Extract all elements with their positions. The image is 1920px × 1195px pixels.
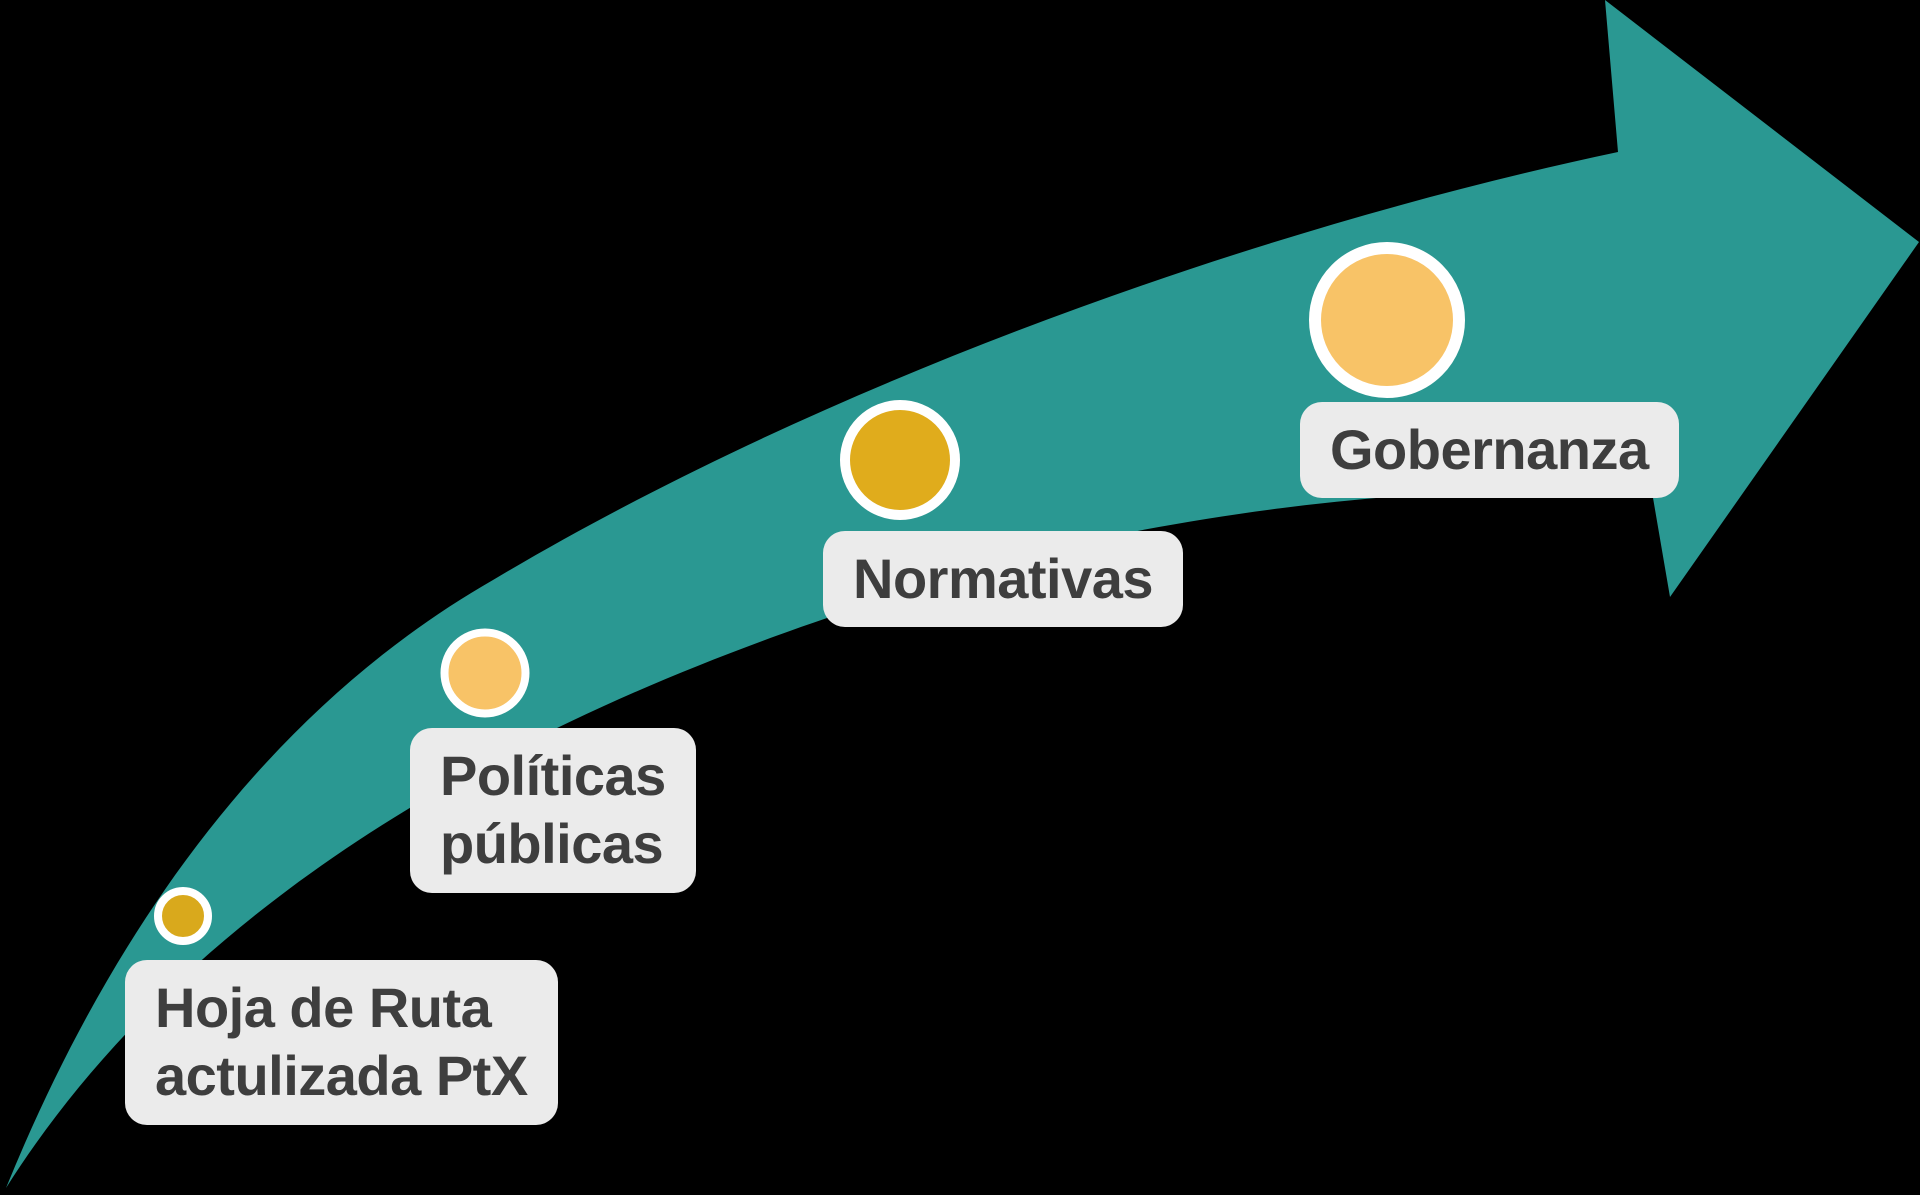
milestone-dot-3 — [840, 400, 960, 520]
milestone-label-politicas-publicas: Políticas públicas — [410, 728, 696, 893]
milestone-dot-2 — [440, 628, 530, 718]
milestone-label-gobernanza: Gobernanza — [1300, 402, 1679, 499]
milestone-dot-1 — [154, 887, 212, 945]
milestone-label-hoja-de-ruta: Hoja de Ruta actulizada PtX — [125, 960, 558, 1125]
milestone-label-normativas: Normativas — [823, 531, 1184, 628]
milestone-dot-4 — [1309, 242, 1465, 398]
